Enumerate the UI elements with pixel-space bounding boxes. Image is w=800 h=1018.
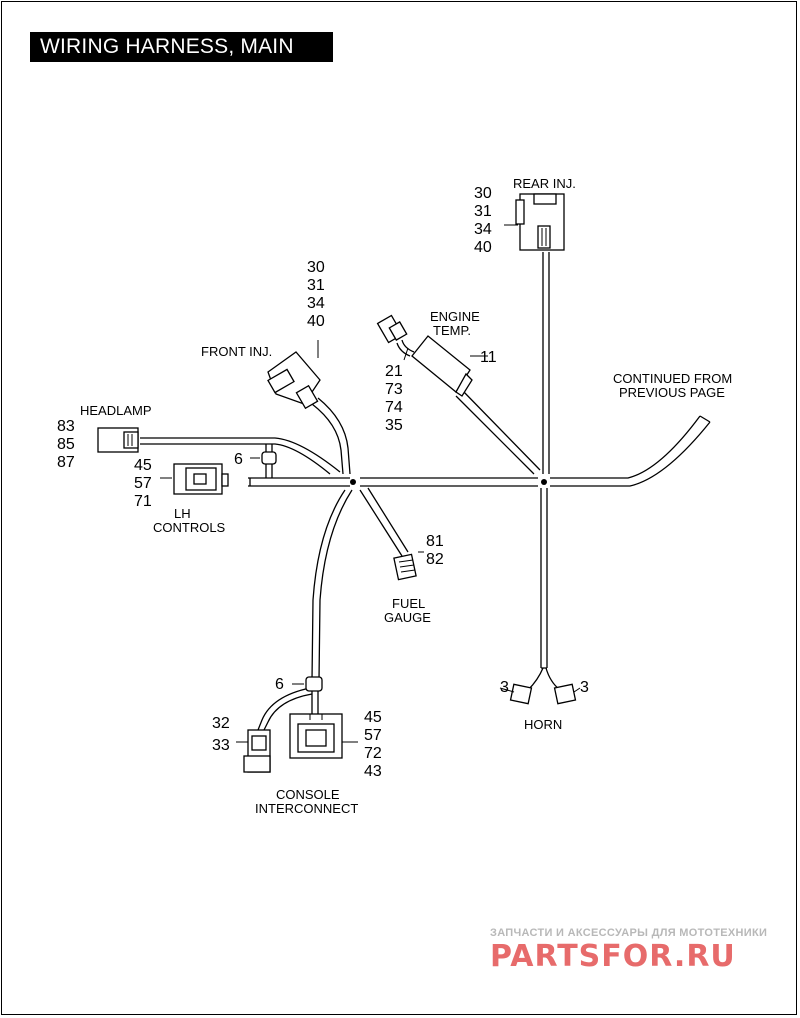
callout-engine-temp-1: 21 (385, 363, 403, 380)
component-labels: REAR INJ. FRONT INJ. ENGINE TEMP. HEADLA… (80, 176, 732, 816)
callout-fuel-gauge-2: 82 (426, 551, 444, 568)
callout-numbers: 30 31 34 40 30 31 34 40 21 73 74 35 11 8… (57, 185, 589, 780)
junction-left (350, 479, 356, 485)
fuel-gauge-wire (359, 487, 409, 557)
callout-front-inj-4: 40 (307, 313, 325, 330)
callout-headlamp-2: 85 (57, 436, 75, 453)
callout-engine-temp-right: 11 (480, 349, 497, 366)
callout-engine-temp-2: 73 (385, 381, 403, 398)
headlamp-connector (97, 427, 139, 453)
headlamp-wire (140, 437, 341, 475)
page-title: WIRING HARNESS, MAIN (30, 32, 333, 62)
console-interconnect-connector (289, 713, 358, 759)
trunk-wire-middle (360, 477, 538, 487)
wire-clip-upper (250, 451, 277, 465)
label-fuel-gauge-line1: FUEL (392, 596, 425, 611)
callout-headlamp-1: 83 (57, 418, 75, 435)
label-engine-temp-line1: ENGINE (430, 309, 480, 324)
front-inj-connector (267, 340, 321, 410)
callout-console-right-3: 72 (364, 745, 382, 762)
label-rear-inj: REAR INJ. (513, 176, 576, 191)
console-wire (311, 489, 353, 681)
label-lh-controls-line1: LH (174, 506, 191, 521)
label-continued-line1: CONTINUED FROM (613, 371, 732, 386)
callout-rear-inj-2: 31 (474, 203, 492, 220)
engine-temp-sensor (376, 314, 488, 397)
lh-controls-connector (160, 463, 229, 495)
console-pigtail-wire (257, 687, 313, 731)
label-fuel-gauge-line2: GAUGE (384, 610, 431, 625)
callout-rear-inj-3: 34 (474, 221, 492, 238)
callout-console-left-2: 33 (212, 737, 230, 754)
label-headlamp: HEADLAMP (80, 403, 152, 418)
callout-console-right-4: 43 (364, 763, 382, 780)
rear-inj-wire (542, 252, 550, 474)
callout-clip-lower: 6 (275, 676, 284, 693)
callout-horn-left: 3 (500, 679, 509, 696)
callout-headlamp-3: 87 (57, 454, 75, 471)
label-console-line1: CONSOLE (276, 787, 340, 802)
engine-temp-pigtail (396, 339, 415, 357)
callout-horn-right: 3 (580, 679, 589, 696)
watermark-tagline: ЗАПЧАСТИ И АКСЕССУАРЫ ДЛЯ МОТОТЕХНИКИ (490, 927, 767, 939)
callout-fuel-gauge-1: 81 (426, 533, 444, 550)
callout-front-inj-2: 31 (307, 277, 325, 294)
label-continued-line2: PREVIOUS PAGE (619, 385, 725, 400)
label-front-inj: FRONT INJ. (201, 344, 272, 359)
callout-console-right-1: 45 (364, 709, 382, 726)
label-lh-controls-line2: CONTROLS (153, 520, 226, 535)
horn-left-wire (527, 667, 544, 691)
trunk-wire-left (248, 477, 350, 487)
callout-rear-inj-4: 40 (474, 239, 492, 256)
callout-engine-temp-4: 35 (385, 417, 403, 434)
callout-engine-temp-3: 74 (385, 399, 403, 416)
callout-console-left-1: 32 (212, 715, 230, 732)
callout-lh-controls-2: 57 (134, 475, 152, 492)
label-horn: HORN (524, 717, 562, 732)
callout-console-right-2: 57 (364, 727, 382, 744)
callout-clip-upper: 6 (234, 451, 243, 468)
callout-lh-controls-3: 71 (134, 493, 152, 510)
horn-connector-left (499, 683, 533, 705)
label-engine-temp-line2: TEMP. (433, 323, 471, 338)
fuel-gauge-connector (393, 551, 424, 581)
watermark-logo: PARTSFOR.RU (490, 939, 736, 974)
horn-connector-right (553, 683, 581, 705)
callout-front-inj-1: 30 (307, 259, 325, 276)
callout-front-inj-3: 34 (307, 295, 325, 312)
callout-lh-controls-1: 45 (134, 457, 152, 474)
rear-inj-connector (504, 193, 565, 251)
engine-temp-wire (455, 389, 541, 475)
console-lower-wire (311, 690, 319, 714)
trunk-wire-right (550, 415, 711, 487)
watermark: ЗАПЧАСТИ И АКСЕССУАРЫ ДЛЯ МОТОТЕХНИКИ PA… (490, 927, 767, 974)
console-pigtail-connector (236, 729, 271, 773)
wire-clip-lower (292, 676, 323, 692)
label-console-line2: INTERCONNECT (255, 801, 358, 816)
callout-rear-inj-1: 30 (474, 185, 492, 202)
junction-right (541, 479, 547, 485)
horn-trunk-wire (540, 488, 548, 669)
front-inj-wire (311, 397, 351, 475)
harness-wires (140, 252, 711, 731)
